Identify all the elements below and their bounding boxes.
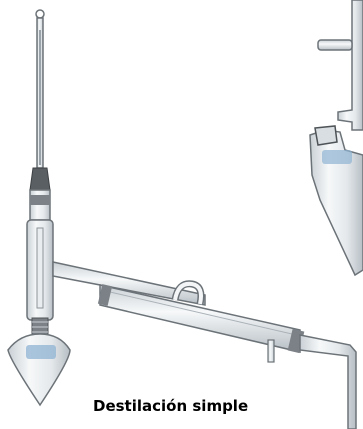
caption-label: Destilación simple	[93, 397, 248, 415]
second-apparatus	[310, 0, 363, 275]
adapter-tube	[300, 335, 356, 429]
liebig-condenser	[98, 284, 304, 362]
boiling-flask	[8, 334, 70, 405]
thermometer-adapter	[30, 168, 50, 220]
thermometer	[36, 10, 44, 168]
